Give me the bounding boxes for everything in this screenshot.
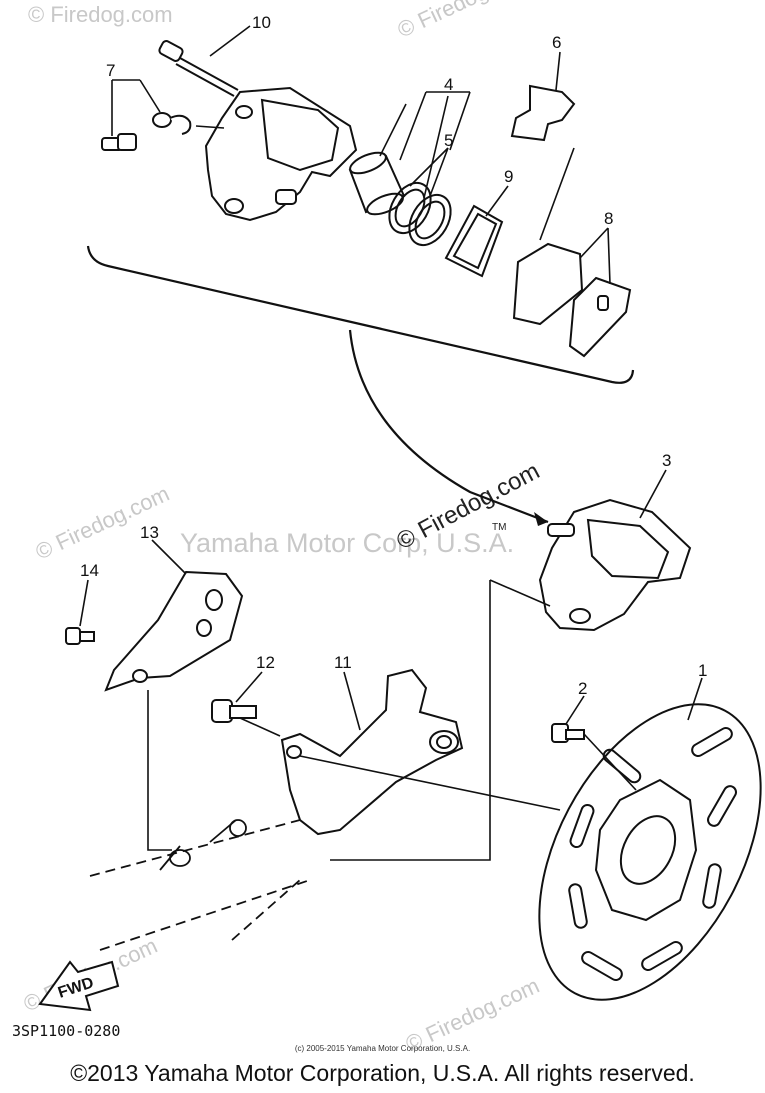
callout-3: 3 (662, 451, 671, 470)
watermark-site: © Firedog.com (28, 2, 173, 27)
bolt-2-part (551, 723, 585, 743)
watermark-site: © Firedog.com (394, 0, 536, 43)
callout-13: 13 (140, 523, 159, 542)
bolt-14-part (65, 627, 95, 645)
watermark-tm: TM (492, 522, 506, 533)
piston-seal-part (388, 181, 452, 247)
pad-shim-part (444, 204, 504, 278)
caliper-assembly-part (538, 498, 692, 632)
callout-5: 5 (444, 131, 453, 150)
callout-11: 11 (334, 653, 352, 672)
piston-part (348, 151, 406, 216)
pad-spring-part (510, 84, 576, 142)
diagram-code: 3SP1100-0280 (12, 1022, 121, 1040)
bleed-screw-part (101, 112, 192, 151)
pin-bolt-part (158, 40, 239, 97)
bolt-12-part (211, 699, 257, 723)
callout-1: 1 (698, 661, 707, 680)
protector-part (104, 570, 244, 692)
small-copyright: (c) 2005-2015 Yamaha Motor Corporation, … (294, 1044, 471, 1053)
brake-pad-part (512, 242, 632, 358)
swingarm-part (89, 819, 311, 951)
callout-7: 7 (106, 61, 115, 80)
callout-numbers: 1 2 3 4 5 6 7 8 9 10 11 12 13 14 (80, 13, 707, 698)
assembly-arrowhead (534, 512, 548, 526)
callout-8: 8 (604, 209, 613, 228)
assembly-guide-lines (147, 95, 637, 861)
callout-2: 2 (578, 679, 587, 698)
brake-disc-part (538, 703, 762, 1001)
callout-6: 6 (552, 33, 561, 52)
leader-lines (79, 25, 703, 731)
callout-12: 12 (256, 653, 275, 672)
caliper-body-part (204, 86, 358, 222)
assembly-arrow (348, 329, 549, 524)
watermark-center: Yamaha Motor Corp, U.S.A. (180, 528, 514, 558)
copyright-notice: ©2013 Yamaha Motor Corporation, U.S.A. A… (70, 1060, 695, 1086)
fwd-arrow: FWD (38, 960, 120, 1012)
caliper-bracket-part (280, 668, 464, 836)
callout-9: 9 (504, 167, 513, 186)
callout-4: 4 (444, 75, 453, 94)
group-bracket (86, 245, 635, 384)
callout-14: 14 (80, 561, 99, 580)
callout-10: 10 (252, 13, 271, 32)
